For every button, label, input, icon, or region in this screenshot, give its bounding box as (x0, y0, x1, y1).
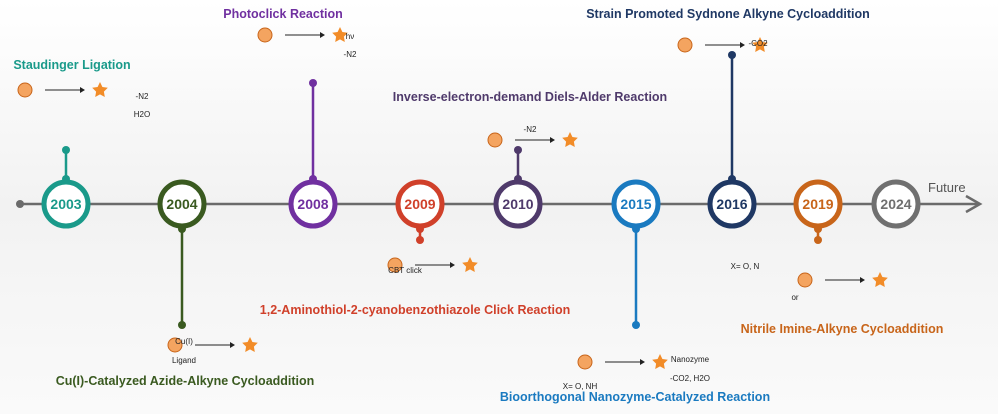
arrow-head-icon (965, 194, 983, 214)
r-group-icon (257, 27, 273, 43)
r-group-icon (17, 82, 33, 98)
connector-dot (632, 321, 640, 329)
year-label: 2016 (716, 196, 747, 212)
reaction-arrow-head (80, 87, 85, 93)
r-group-icon (387, 257, 403, 273)
star-icon (652, 354, 668, 369)
reaction-arrow-head (230, 342, 235, 348)
year-label: 2003 (50, 196, 81, 212)
cond: X= O, NH (562, 382, 598, 391)
star-icon (332, 27, 348, 42)
star-icon (562, 132, 578, 147)
cond: -N2 (343, 50, 357, 59)
star-icon (872, 272, 888, 287)
connector-dot (178, 321, 186, 329)
title-cbt: 1,2-Aminothiol-2-cyanobenzothiazole Clic… (259, 303, 571, 317)
cond: Ligand (171, 356, 197, 365)
year-label: 2015 (620, 196, 651, 212)
year-node-2016 (707, 179, 757, 229)
cond: -N2 (135, 92, 149, 101)
cond: Cu(I) (175, 337, 193, 346)
r-group-icon (577, 354, 593, 370)
cond: hν (345, 32, 355, 41)
year-node-2024 (871, 179, 921, 229)
cond: or (791, 293, 799, 302)
r-group-icon (797, 272, 813, 288)
reaction-arrow-head (550, 137, 555, 143)
year-node-2019 (793, 179, 843, 229)
cond: Nanozyme (670, 355, 710, 364)
future-label: Future (928, 180, 966, 195)
star-icon (752, 37, 768, 52)
year-label: 2019 (802, 196, 833, 212)
year-node-2009 (395, 179, 445, 229)
r-group-icon (167, 337, 183, 353)
year-label: 2024 (880, 196, 911, 212)
cond: -CO2 (748, 39, 768, 48)
r-group-icon (487, 132, 503, 148)
star-icon (242, 337, 258, 352)
title-cuaac: Cu(I)-Catalyzed Azide-Alkyne Cycloadditi… (55, 374, 315, 388)
cond: X= O, N (730, 262, 760, 271)
reaction-arrow-head (740, 42, 745, 48)
timeline-start-dot (16, 200, 24, 208)
cond: H2O (133, 110, 151, 119)
title-iedda: Inverse-electron-demand Diels-Alder Reac… (392, 90, 668, 104)
star-icon (462, 257, 478, 272)
reaction-arrow-head (640, 359, 645, 365)
year-node-2004 (157, 179, 207, 229)
connector-dot (309, 79, 317, 87)
cond: -N2 (523, 125, 537, 134)
star-icon (92, 82, 108, 98)
reaction-arrow-head (450, 262, 455, 268)
connector-dot (814, 236, 822, 244)
title-staudinger: Staudinger Ligation (13, 58, 131, 72)
title-nitrile: Nitrile Imine-Alkyne Cycloaddition (740, 322, 944, 336)
cond: -CO2, H2O (669, 374, 711, 383)
year-label: 2009 (404, 196, 435, 212)
year-node-2008 (288, 179, 338, 229)
year-node-2003 (41, 179, 91, 229)
year-node-2015 (611, 179, 661, 229)
connector-dot (62, 146, 70, 154)
year-label: 2008 (297, 196, 328, 212)
title-nanozyme: Bioorthogonal Nanozyme-Catalyzed Reactio… (499, 390, 771, 404)
connector-dot (514, 146, 522, 154)
title-photoclick: Photoclick Reaction (223, 7, 343, 21)
r-group-icon (677, 37, 693, 53)
reaction-arrow-head (320, 32, 325, 38)
connector-dot (416, 236, 424, 244)
reaction-arrow-head (860, 277, 865, 283)
year-label: 2010 (502, 196, 533, 212)
connector-dot (728, 51, 736, 59)
title-sydnone: Strain Promoted Sydnone Alkyne Cycloaddi… (586, 7, 870, 21)
year-label: 2004 (166, 196, 197, 212)
cond: CBT click (388, 266, 422, 275)
year-node-2010 (493, 179, 543, 229)
